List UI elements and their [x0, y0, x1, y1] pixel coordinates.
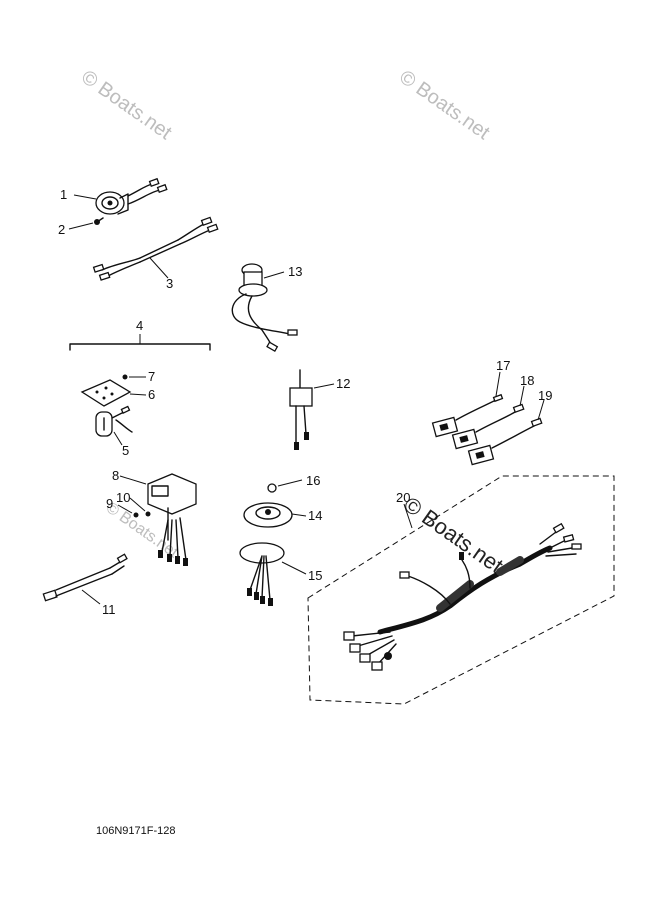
callout-19: 19 — [538, 388, 552, 403]
watermark: © Boats.net — [395, 66, 494, 144]
callout-13: 13 — [288, 264, 302, 279]
callout-17: 17 — [496, 358, 510, 373]
callout-14: 14 — [308, 508, 322, 523]
callout-1: 1 — [60, 187, 67, 202]
callout-7: 7 — [148, 369, 155, 384]
callout-11: 11 — [102, 602, 116, 617]
part-14-switch — [243, 502, 307, 528]
callout-2: 2 — [58, 222, 65, 237]
callout-9: 9 — [106, 496, 113, 511]
part-19-connector — [467, 399, 545, 466]
part-15-plate — [239, 542, 307, 606]
bracket-4 — [69, 343, 211, 351]
part-20-harness — [307, 475, 615, 705]
callout-15: 15 — [308, 568, 322, 583]
watermark: © Boats.net — [399, 492, 508, 579]
part-6-plate — [80, 379, 147, 407]
callout-20: 20 — [396, 490, 410, 505]
callout-8: 8 — [112, 468, 119, 483]
harness-dashed-boundary — [307, 475, 615, 705]
part-10-screw — [129, 497, 151, 517]
callout-6: 6 — [148, 387, 155, 402]
part-5-sender — [95, 405, 133, 446]
part-3-lead — [92, 216, 219, 281]
part-16-nut — [267, 479, 303, 493]
part-11-lead — [42, 553, 128, 605]
part-12-switch — [289, 369, 335, 450]
callout-4: 4 — [136, 318, 143, 333]
callout-12: 12 — [336, 376, 350, 391]
part-2-screw — [68, 217, 104, 230]
watermark: © Boats.net — [77, 66, 176, 144]
callout-labels: 1 2 3 4 5 6 7 8 9 10 11 12 13 14 15 16 1… — [58, 187, 552, 617]
callout-10: 10 — [116, 490, 130, 505]
callout-3: 3 — [166, 276, 173, 291]
callout-5: 5 — [122, 443, 129, 458]
part-9-washer — [117, 504, 139, 518]
part-1-buzzer — [73, 177, 168, 215]
part-13-main-switch — [231, 263, 298, 352]
diagram-code: 106N9171F-128 — [96, 825, 176, 837]
callout-16: 16 — [306, 473, 320, 488]
part-7-screw — [122, 374, 146, 380]
part-8-meter — [119, 473, 197, 566]
part-17-connector — [431, 371, 504, 438]
part-18-connector — [451, 385, 525, 450]
callout-18: 18 — [520, 373, 534, 388]
